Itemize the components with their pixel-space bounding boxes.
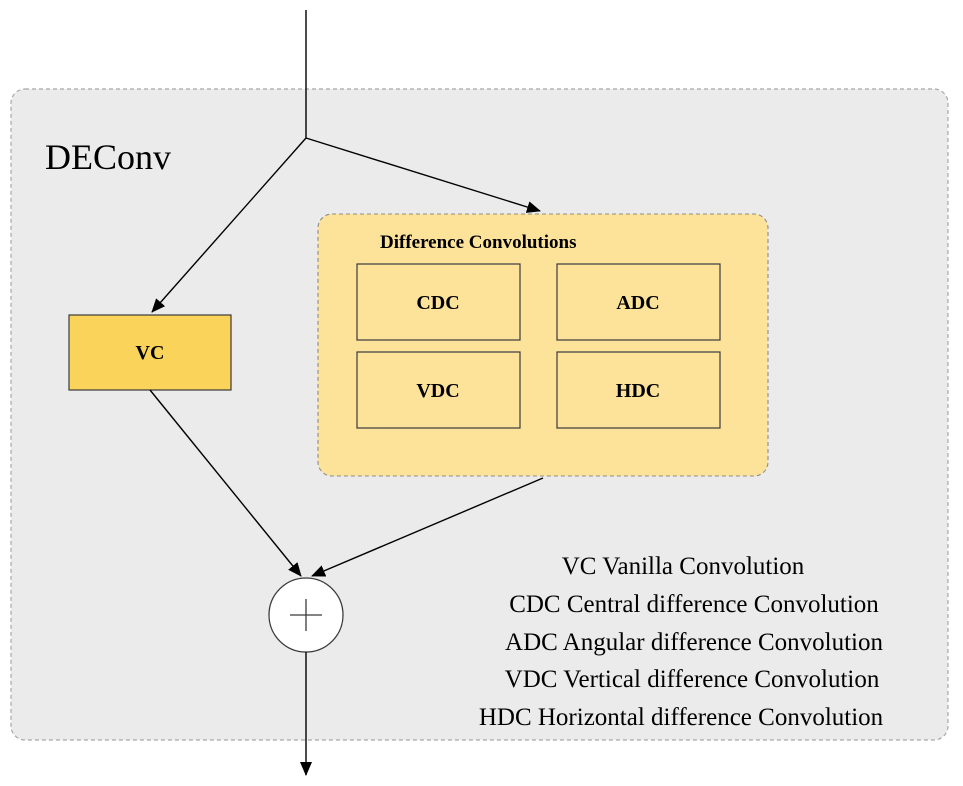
- difference-convolutions-title: Difference Convolutions: [380, 232, 577, 253]
- hdc-block: [556, 351, 721, 429]
- legend-item-adc: ADC Angular difference Convolution: [505, 629, 883, 656]
- arrow-difference-to-sum: [311, 477, 544, 577]
- module-title: DEConv: [45, 137, 171, 177]
- legend: VC Vanilla Convolution CDC Central diffe…: [479, 553, 884, 731]
- legend-item-hdc: HDC Horizontal difference Convolution: [479, 704, 884, 731]
- legend-item-cdc: CDC Central difference Convolution: [509, 591, 879, 618]
- vdc-block-label: VDC: [416, 380, 459, 402]
- legend-item-vdc: VDC Vertical difference Convolution: [505, 666, 880, 693]
- plus-icon: [290, 599, 322, 631]
- adc-block: [556, 263, 721, 341]
- difference-convolutions-group: [317, 213, 769, 477]
- cdc-block: [356, 263, 521, 341]
- vc-block-label: VC: [136, 342, 165, 364]
- arrow-to-difference-group: [305, 137, 541, 213]
- cdc-block-label: CDC: [416, 292, 459, 314]
- arrow-vc-to-sum: [149, 389, 302, 577]
- legend-item-vc: VC Vanilla Convolution: [562, 553, 805, 580]
- vc-block: [68, 314, 232, 391]
- sum-node: [268, 577, 344, 653]
- arrow-to-vc: [151, 137, 307, 313]
- vdc-block: [356, 351, 521, 429]
- adc-block-label: ADC: [616, 292, 659, 314]
- hdc-block-label: HDC: [616, 380, 660, 402]
